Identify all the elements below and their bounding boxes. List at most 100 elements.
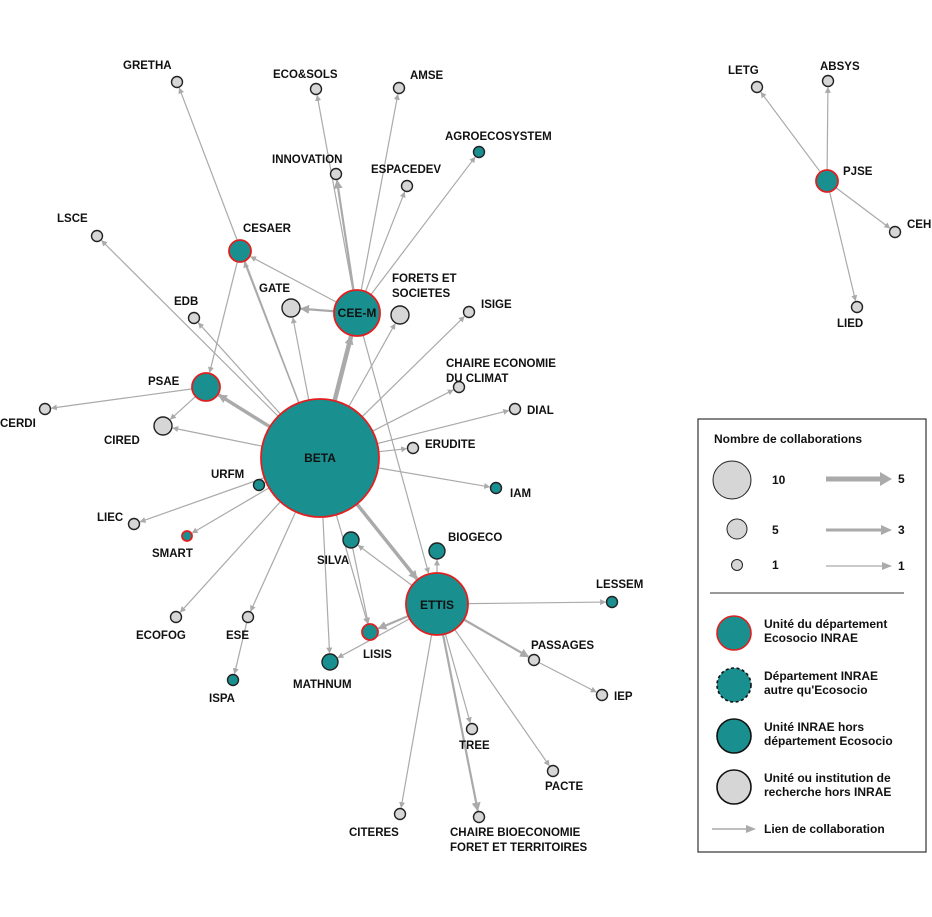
node-absys [823, 76, 834, 87]
edge-beta-to-mathnum [323, 517, 330, 653]
label-ispa-line-1: ISPA [209, 693, 235, 705]
legend-ext-label: Unité ou institution de recherche hors I… [764, 771, 894, 799]
label-pacte-line-1: PACTE [545, 781, 583, 793]
label-ecofog-line-1: ECOFOG [136, 630, 186, 642]
label-cerdi: CERDI [0, 418, 36, 430]
label-citeres: CITERES [349, 827, 399, 839]
node-ese [243, 612, 254, 623]
node-iam [491, 483, 502, 494]
label-silva: SILVA [317, 555, 349, 567]
edge-cee-m-to-innovation [337, 180, 354, 290]
label-cired: CIRED [104, 435, 140, 447]
legend-ecosocio-line2: Ecosocio INRAE [764, 631, 858, 645]
node-forets [391, 306, 409, 324]
node-cired [154, 417, 172, 435]
legend-link-label: Lien de collaboration [764, 822, 885, 836]
legend-inrae-dept-label: Département INRAE autre qu'Ecosocio [764, 669, 881, 697]
label-urfm-line-1: URFM [211, 469, 244, 481]
legend-width-5-label: 5 [898, 472, 905, 486]
label-mathnum: MATHNUM [293, 679, 352, 691]
edge-pjse-to-letg [761, 92, 821, 172]
label-ceh-line-1: CEH [907, 219, 931, 231]
label-iep: IEP [614, 691, 633, 703]
label-citeres-line-1: CITERES [349, 827, 399, 839]
label-psae-line-1: PSAE [148, 376, 180, 388]
label-absys: ABSYS [820, 61, 860, 73]
node-lessem [607, 597, 618, 608]
node-cesaer [229, 240, 251, 262]
edge-ettis-to-lessem [468, 602, 606, 604]
legend-inrae-swatch [717, 719, 751, 753]
label-edb: EDB [174, 296, 198, 308]
edge-beta-to-erudite [379, 449, 407, 452]
label-erudite-line-1: ERUDITE [425, 439, 476, 451]
label-letg-line-1: LETG [728, 65, 759, 77]
legend-ext-line1: Unité ou institution de [764, 771, 891, 785]
legend-size-5-label: 5 [772, 523, 779, 537]
label-chaire-climat-line-1: CHAIRE ECONOMIE [446, 358, 556, 370]
node-ceh [890, 227, 901, 238]
label-isige: ISIGE [481, 299, 512, 311]
legend: Nombre de collaborations 10 5 5 3 1 1 Un… [698, 419, 926, 852]
label-urfm: URFM [211, 469, 244, 481]
legend-size-10-label: 10 [772, 473, 786, 487]
label-espacedev: ESPACEDEV [371, 164, 441, 176]
edge-ettis-to-chaire-bio [443, 634, 478, 810]
legend-title: Nombre de collaborations [714, 432, 862, 446]
label-beta: BETA [304, 451, 336, 465]
label-smart-line-1: SMART [152, 548, 193, 560]
node-isige [464, 307, 475, 318]
label-isige-line-1: ISIGE [481, 299, 512, 311]
edge-cee-m-to-gate [301, 309, 334, 312]
label-agroecosystem: AGROECOSYSTEM [445, 131, 552, 143]
label-cired-line-1: CIRED [104, 435, 140, 447]
label-ispa: ISPA [209, 693, 235, 705]
label-tree-line-1: TREE [459, 740, 490, 752]
label-psae: PSAE [148, 376, 180, 388]
edge-beta-to-ettis [357, 504, 417, 579]
label-lisis-line-1: LISIS [363, 649, 392, 661]
label-lied-line-1: LIED [837, 318, 863, 330]
label-agroecosystem-line-1: AGROECOSYSTEM [445, 131, 552, 143]
edge-ettis-to-citeres [401, 635, 431, 808]
label-eco-sols-line-1: ECO&SOLS [273, 69, 338, 81]
legend-ext-line2: recherche hors INRAE [764, 785, 891, 799]
label-silva-line-1: SILVA [317, 555, 349, 567]
label-biogeco: BIOGECO [448, 532, 502, 544]
edge-pjse-to-absys [827, 87, 828, 170]
label-ese-line-1: ESE [226, 630, 249, 642]
node-espacedev [402, 181, 413, 192]
legend-inrae-dept-line2: autre qu'Ecosocio [764, 683, 868, 697]
edge-beta-to-lsce [102, 241, 279, 417]
node-ecofog [171, 612, 182, 623]
label-ettis-line-1: ETTIS [420, 598, 454, 612]
label-smart: SMART [152, 548, 193, 560]
node-psae [192, 373, 220, 401]
legend-size-5-circle [727, 519, 747, 539]
label-biogeco-line-1: BIOGECO [448, 532, 502, 544]
label-pacte: PACTE [545, 781, 583, 793]
node-iep [597, 690, 608, 701]
label-chaire-bio-line-2: FORET ET TERRITOIRES [450, 842, 587, 854]
legend-inrae-line1: Unité INRAE hors [764, 720, 864, 734]
label-innovation-line-1: INNOVATION [272, 154, 343, 166]
label-lsce-line-1: LSCE [57, 213, 88, 225]
legend-ext-swatch [717, 770, 751, 804]
label-lessem: LESSEM [596, 579, 643, 591]
legend-ecosocio-line1: Unité du département [764, 617, 887, 631]
node-letg [752, 82, 763, 93]
edge-passages-to-iep [539, 663, 596, 693]
edge-psae-to-cerdi [51, 389, 192, 408]
legend-size-1-circle [732, 560, 743, 571]
label-gretha: GRETHA [123, 60, 172, 72]
label-chaire-bio-line-1: CHAIRE BIOECONOMIE [450, 827, 581, 839]
node-dial [510, 404, 521, 415]
node-gretha [172, 77, 183, 88]
label-passages-line-1: PASSAGES [531, 640, 594, 652]
label-liec: LIEC [97, 512, 123, 524]
edge-pjse-to-lied [830, 192, 856, 301]
node-cerdi [40, 404, 51, 415]
